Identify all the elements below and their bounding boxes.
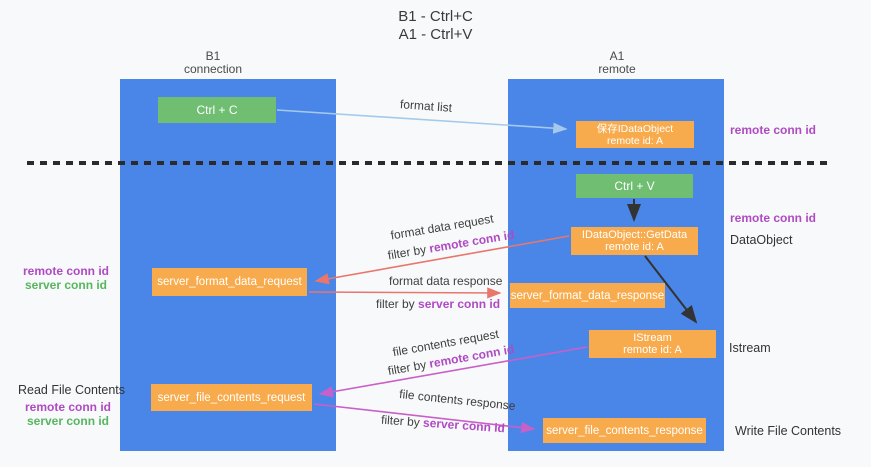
annotation-dataobject: DataObject	[730, 233, 793, 247]
filter-by-text: filter by	[376, 297, 419, 311]
edge-label-format-data-response: format data response	[389, 274, 503, 288]
getdata-line2: remote id: A	[605, 241, 664, 253]
format-data-response-arrow	[308, 287, 502, 299]
istream-line2: remote id: A	[623, 344, 682, 356]
server-file-contents-request-label: server_file_contents_request	[157, 391, 306, 404]
annotation-istream: Istream	[729, 341, 771, 355]
lane-a1-name: A1	[609, 49, 625, 63]
filter-key-server-conn-id: server conn id	[422, 415, 506, 436]
annotation-write-file-contents: Write File Contents	[735, 424, 842, 438]
annotation-left-remote-conn-id-bottom: remote conn id	[24, 400, 111, 414]
title-line-2: A1 - Ctrl+V	[398, 26, 473, 43]
node-server-format-data-response: server_format_data_response	[510, 283, 665, 308]
annotation-left-remote-conn-id-mid: remote conn id	[22, 264, 109, 278]
annotation-group-conn-ids-mid: remote conn id server conn id	[18, 264, 114, 292]
istream-line1: IStream	[633, 332, 672, 344]
node-server-format-data-request: server_format_data_request	[152, 268, 307, 296]
filter-by-text: filter by	[386, 356, 431, 379]
annotation-remote-conn-id-top: remote conn id	[730, 123, 817, 137]
lane-a1-role: remote	[598, 62, 636, 76]
filter-key-server-conn-id: server conn id	[418, 297, 501, 311]
annotation-read-file-contents: Read File Contents	[18, 383, 126, 397]
title-line-1: B1 - Ctrl+C	[398, 8, 473, 25]
edge-label-format-list: format list	[399, 97, 453, 115]
annotation-remote-conn-id-mid: remote conn id	[730, 211, 817, 225]
ctrl-v-label: Ctrl + V	[614, 179, 655, 193]
node-ctrl-v: Ctrl + V	[576, 174, 693, 198]
edge-label-format-data-response-filter: filter by server conn id	[376, 297, 500, 311]
node-ctrl-c: Ctrl + C	[158, 97, 276, 123]
annotation-left-server-conn-id-mid: server conn id	[24, 278, 108, 292]
node-save-idataobject: 保存IDataObject remote id: A	[576, 121, 694, 148]
getdata-line1: IDataObject::GetData	[581, 229, 688, 241]
lane-header-b1: B1 connection	[153, 50, 273, 76]
node-istream: IStream remote id: A	[589, 330, 716, 358]
server-format-data-request-label: server_format_data_request	[157, 276, 302, 288]
ctrl-c-label: Ctrl + C	[196, 103, 238, 117]
save-idataobject-line2: remote id: A	[606, 134, 664, 147]
server-format-data-response-label: server_format_data_response	[510, 289, 665, 302]
node-server-file-contents-response: server_file_contents_response	[543, 418, 706, 443]
filter-by-text: filter by	[386, 241, 431, 263]
annotation-group-read-file-contents: Read File Contents remote conn id server…	[18, 383, 126, 428]
save-idataobject-line1: 保存IDataObject	[596, 122, 674, 135]
lane-header-a1: A1 remote	[557, 50, 677, 76]
diagram-title: B1 - Ctrl+C A1 - Ctrl+V	[0, 8, 871, 44]
server-file-contents-response-label: server_file_contents_response	[546, 424, 703, 437]
edge-label-file-contents-response: file contents response	[398, 386, 517, 414]
lane-b1-name: B1	[205, 49, 221, 63]
filter-by-text: filter by	[380, 412, 424, 430]
node-idataobject-getdata: IDataObject::GetData remote id: A	[571, 227, 698, 255]
node-server-file-contents-request: server_file_contents_request	[151, 384, 312, 411]
lane-b1-role: connection	[183, 62, 243, 76]
edge-label-file-contents-response-filter: filter by server conn id	[381, 413, 506, 436]
annotation-left-server-conn-id-bottom: server conn id	[26, 414, 110, 428]
